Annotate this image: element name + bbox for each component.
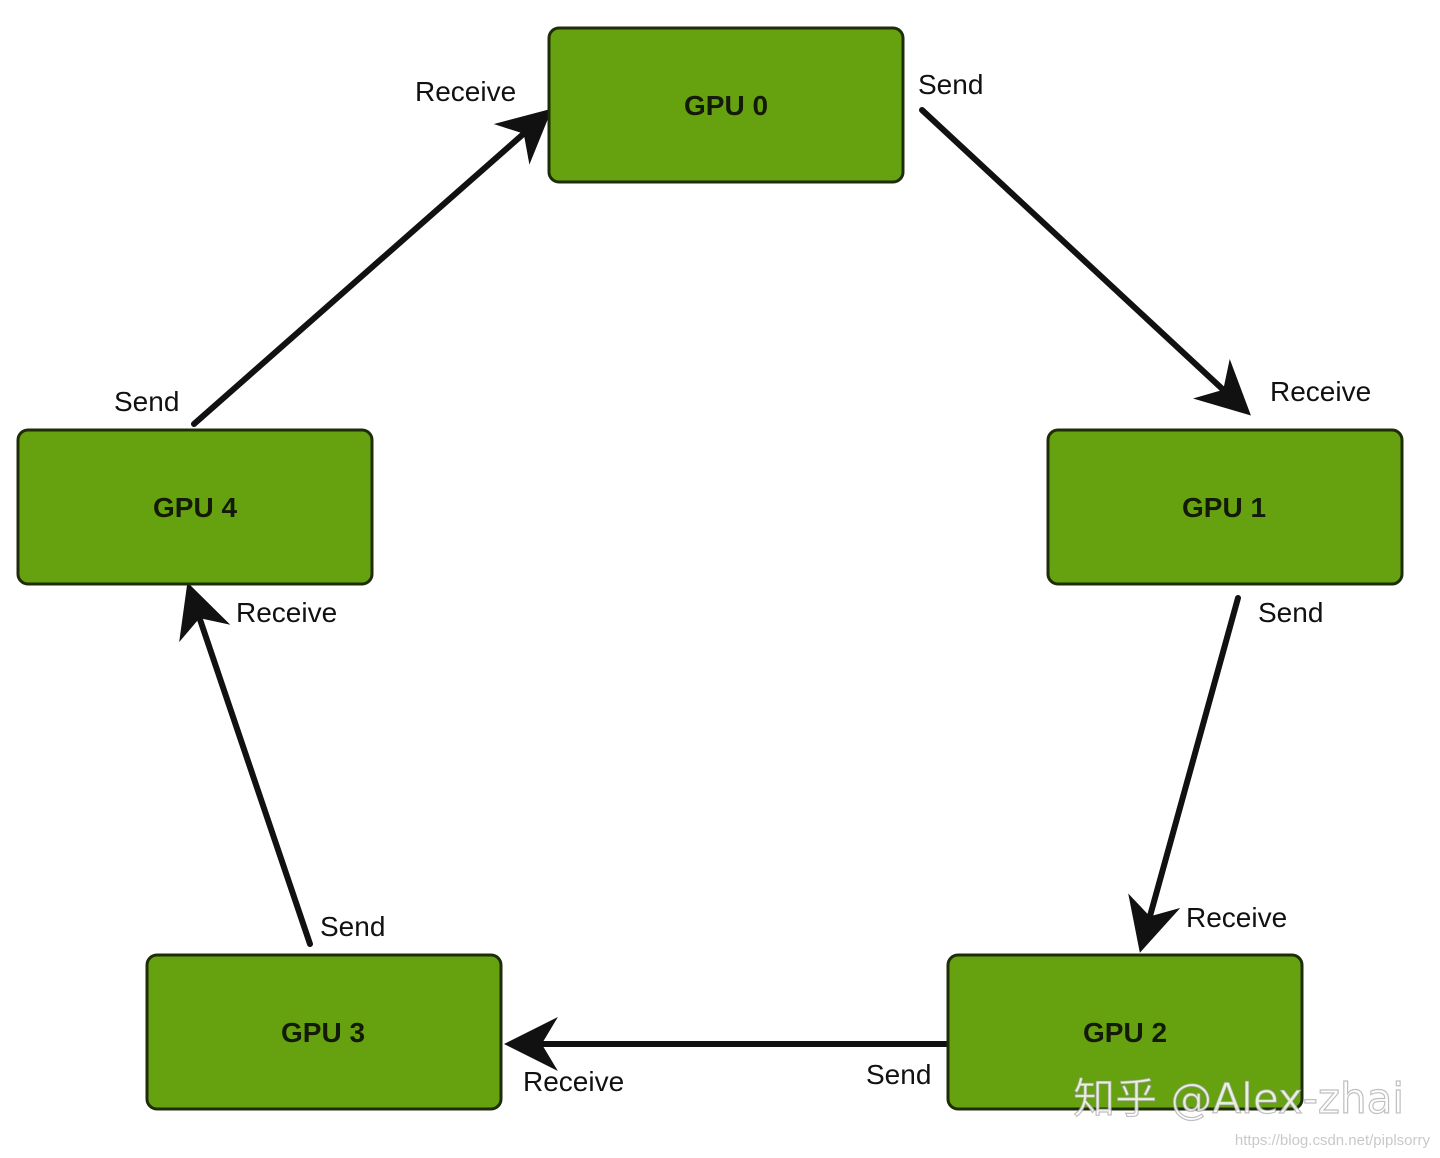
edge-gpu3-to-gpu4: Send Receive: [179, 582, 385, 947]
send-label-gpu2: Send: [866, 1059, 931, 1090]
arrow-gpu0-to-gpu1: [919, 107, 1251, 416]
edge-gpu2-to-gpu3: Send Receive: [503, 1017, 953, 1097]
watermark-text: 知乎 @Alex-zhai: [1073, 1074, 1404, 1123]
gpu-node-4-label: GPU 4: [153, 492, 237, 523]
watermark-url: https://blog.csdn.net/piplsorry: [1235, 1132, 1431, 1149]
receive-label-gpu0: Receive: [415, 76, 516, 107]
edge-gpu4-to-gpu0: Send Receive: [114, 76, 553, 427]
send-label-gpu0: Send: [918, 69, 983, 100]
gpu-node-0: GPU 0: [547, 26, 905, 184]
send-label-gpu4: Send: [114, 386, 179, 417]
edge-gpu1-to-gpu2: Send Receive: [1128, 595, 1323, 953]
gpu-node-2: GPU 2: [946, 953, 1304, 1111]
receive-label-gpu4: Receive: [236, 597, 337, 628]
arrow-gpu1-to-gpu2: [1128, 595, 1241, 953]
gpu-node-1-label: GPU 1: [1182, 492, 1266, 523]
arrow-gpu3-to-gpu4: [179, 582, 313, 947]
gpu-node-0-label: GPU 0: [684, 90, 768, 121]
receive-label-gpu3: Receive: [523, 1066, 624, 1097]
edge-gpu0-to-gpu1: Send Receive: [918, 69, 1371, 416]
send-label-gpu1: Send: [1258, 597, 1323, 628]
gpu-node-3: GPU 3: [145, 953, 503, 1111]
gpu-node-2-label: GPU 2: [1083, 1017, 1167, 1048]
receive-label-gpu1: Receive: [1270, 376, 1371, 407]
gpu-node-1: GPU 1: [1046, 428, 1404, 586]
gpu-node-3-label: GPU 3: [281, 1017, 365, 1048]
receive-label-gpu2: Receive: [1186, 902, 1287, 933]
arrow-gpu4-to-gpu0: [191, 108, 553, 427]
send-label-gpu3: Send: [320, 911, 385, 942]
gpu-node-4: GPU 4: [16, 428, 374, 586]
